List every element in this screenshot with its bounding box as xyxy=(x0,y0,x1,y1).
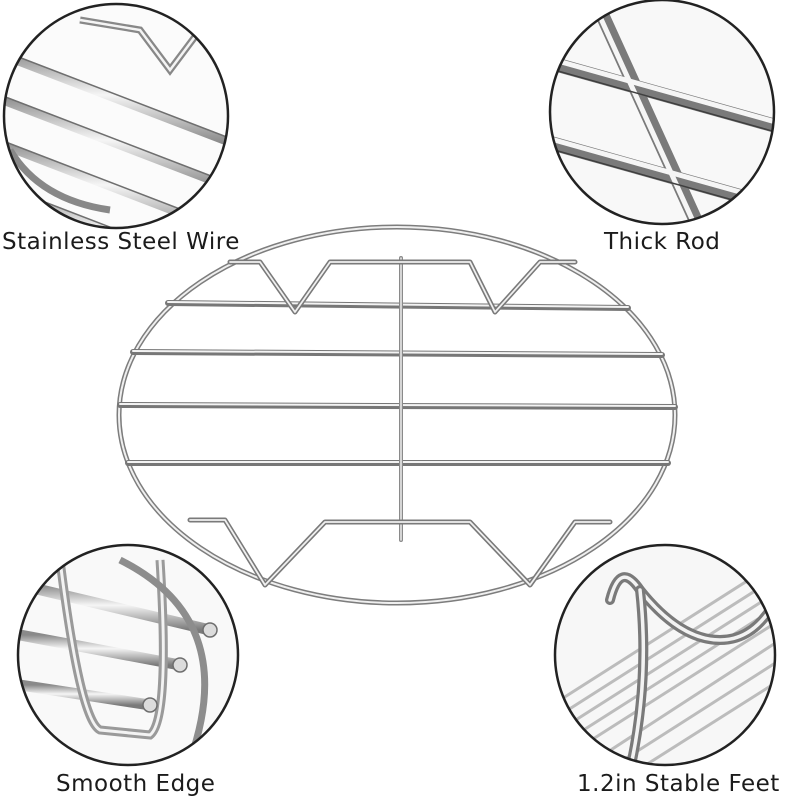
round-rack xyxy=(116,224,678,606)
detail-smooth-edge xyxy=(16,543,240,767)
label-smooth-edge: Smooth Edge xyxy=(56,771,216,797)
label-stainless-steel-wire: Stainless Steel Wire xyxy=(2,229,240,255)
label-stable-feet: 1.2in Stable Feet xyxy=(577,771,780,797)
label-thick-rod: Thick Rod xyxy=(604,229,721,255)
detail-stable-feet xyxy=(553,543,777,767)
detail-thick-rod xyxy=(548,0,776,226)
